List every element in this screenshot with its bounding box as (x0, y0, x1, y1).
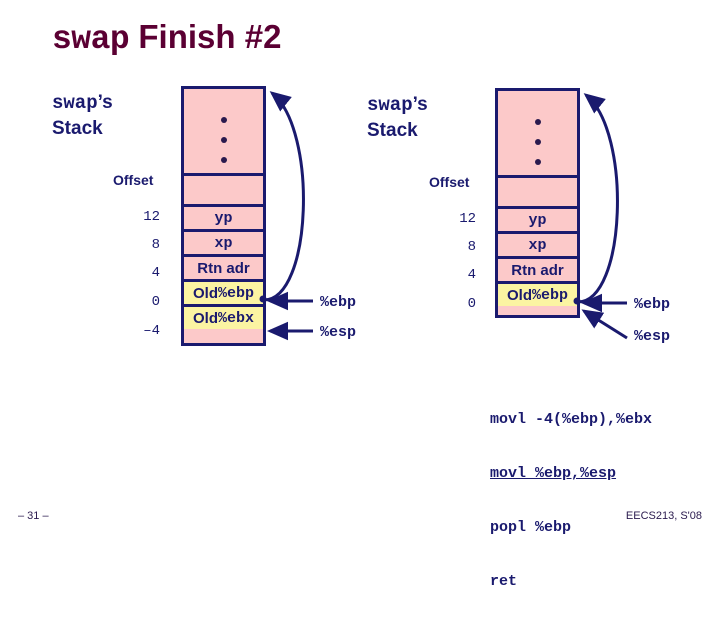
right-reg-ebp-label: %ebp (634, 296, 671, 313)
right-cell-rtn-label: Rtn adr (511, 261, 564, 279)
slide-canvas: swap Finish #2 swap’s Stack Offset 12 8 … (18, 20, 702, 590)
left-offset-12: 12 (143, 209, 160, 225)
title-sans-part: Finish #2 (129, 18, 282, 55)
right-cell-old-ebp: Old %ebp (498, 281, 577, 306)
code-line-3: popl %ebp (490, 519, 572, 536)
left-stack-box: yp xp Rtn adr Old %ebp Old %ebx (181, 86, 266, 346)
ellipsis-dot-icon (534, 159, 541, 165)
left-cell-rtn-label: Rtn adr (197, 259, 250, 277)
right-stack-caption: swap’s Stack (367, 92, 428, 143)
left-cell-yp-label: yp (214, 209, 233, 227)
right-offset-4: 4 (467, 267, 476, 283)
right-cell-yp: yp (498, 206, 577, 231)
left-offset-minus4: –4 (143, 323, 160, 339)
right-saved-ebp-chain-arrow (577, 93, 619, 304)
left-ellipsis-region (184, 89, 263, 173)
right-cell-xp: xp (498, 231, 577, 256)
page-title: swap Finish #2 (52, 20, 281, 56)
code-line-1: movl -4(%ebp),%ebx (490, 411, 653, 428)
right-cell-rtn-adr: Rtn adr (498, 256, 577, 281)
assembly-code-block: movl -4(%ebp),%ebx movl %ebp,%esp popl %… (490, 375, 652, 627)
right-reg-esp-label: %esp (634, 328, 671, 345)
code-line-2-current: movl %ebp,%esp (490, 465, 617, 482)
right-offset-12: 12 (459, 211, 476, 227)
footer-page-number: – 31 – (18, 510, 49, 522)
left-cell-old-ebx-reg: %ebx (217, 309, 254, 327)
left-cell-old-ebp-reg: %ebp (217, 284, 254, 302)
right-cell-old-ebp-reg: %ebp (531, 286, 568, 304)
left-offset-header: Offset (113, 172, 154, 188)
left-cell-old-ebx-prefix: Old (192, 309, 218, 327)
ellipsis-dot-icon (534, 139, 541, 145)
right-offset-8: 8 (467, 239, 476, 255)
ellipsis-dot-icon (220, 137, 227, 143)
left-cell-xp: xp (184, 229, 263, 254)
right-cell-old-ebp-prefix: Old (506, 286, 532, 304)
left-reg-ebp-label: %ebp (320, 294, 357, 311)
right-cell-xp-label: xp (528, 236, 547, 254)
ellipsis-dot-icon (220, 157, 227, 163)
right-offset-0: 0 (467, 296, 476, 312)
ellipsis-dot-icon (220, 117, 227, 123)
left-offset-8: 8 (151, 237, 160, 253)
left-offset-0: 0 (151, 294, 160, 310)
right-stack-box: yp xp Rtn adr Old %ebp (495, 88, 580, 318)
left-caption-line2: Stack (52, 118, 103, 139)
right-esp-pointer-arrow (581, 309, 628, 340)
code-line-4: ret (490, 573, 518, 590)
left-stack-caption: swap’s Stack (52, 90, 113, 141)
footer-course-label: EECS213, S'08 (625, 510, 702, 522)
right-cell-yp-label: yp (528, 211, 547, 229)
left-cell-old-ebp-prefix: Old (192, 284, 218, 302)
right-offset-header: Offset (429, 174, 470, 190)
title-mono-part: swap (52, 21, 130, 58)
left-cell-filler (184, 173, 263, 204)
left-cell-old-ebp: Old %ebp (184, 279, 263, 304)
left-reg-esp-label: %esp (320, 324, 357, 341)
ellipsis-dot-icon (534, 119, 541, 125)
left-offset-4: 4 (151, 265, 160, 281)
right-ellipsis-region (498, 91, 577, 175)
right-caption-apostrophe: ’s (412, 94, 428, 115)
left-cell-old-ebx: Old %ebx (184, 304, 263, 329)
right-caption-line2: Stack (367, 120, 418, 141)
left-cell-rtn-adr: Rtn adr (184, 254, 263, 279)
left-caption-apostrophe: ’s (97, 92, 113, 113)
left-cell-yp: yp (184, 204, 263, 229)
left-cell-xp-label: xp (214, 234, 233, 252)
left-caption-mono: swap (52, 92, 98, 114)
right-caption-mono: swap (367, 94, 413, 116)
right-cell-filler (498, 175, 577, 206)
left-saved-ebp-chain-arrow (263, 91, 305, 302)
